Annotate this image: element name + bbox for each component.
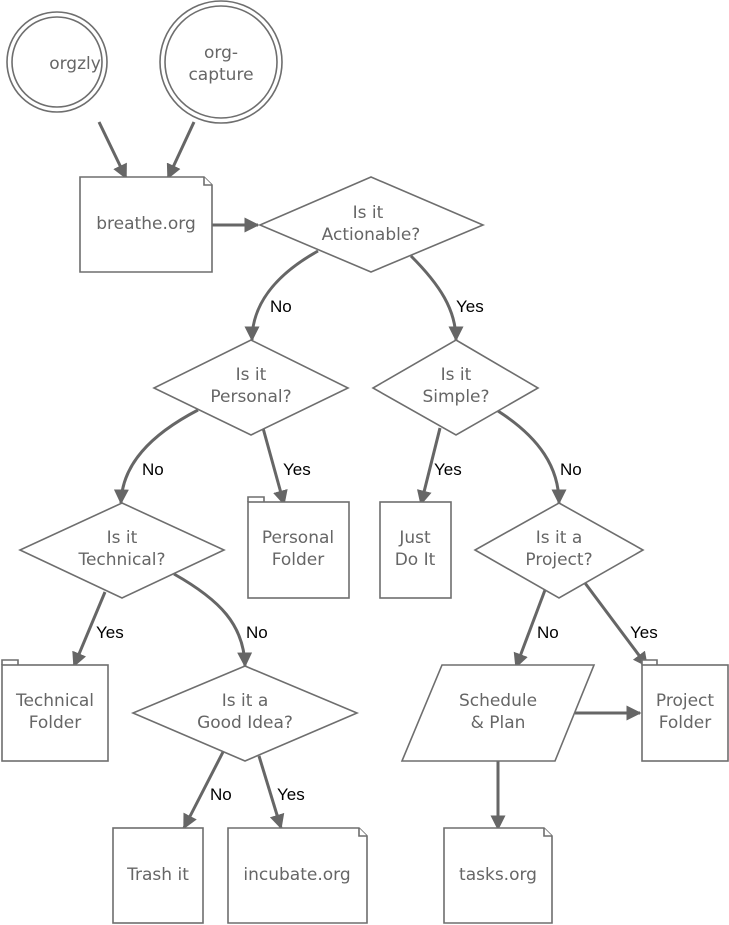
- folder-tab: [1, 659, 19, 665]
- node-label: breathe.org: [96, 214, 195, 234]
- node-label-line1: Is it a: [222, 691, 268, 711]
- edge-label-no: No: [560, 460, 582, 479]
- node-is-technical[interactable]: Is it Technical?: [18, 502, 226, 599]
- double-circle-inner: [11, 16, 103, 108]
- decision-diamond: [473, 502, 645, 599]
- node-label-line2: Personal?: [210, 387, 291, 407]
- file-icon: [227, 827, 368, 924]
- node-is-project[interactable]: Is it a Project?: [473, 502, 645, 599]
- node-label-line1: Is it: [353, 203, 384, 223]
- edge-label-yes: Yes: [434, 460, 462, 479]
- folder-icon: [1, 664, 109, 762]
- node-label-line1: Just: [398, 528, 431, 548]
- node-label-line2: capture: [188, 65, 253, 85]
- node-just-do-it[interactable]: Just Do It: [379, 501, 452, 599]
- edge-label-no: No: [537, 623, 559, 642]
- process-box: [379, 501, 452, 599]
- double-circle-inner: [164, 5, 278, 119]
- node-is-actionable[interactable]: Is it Actionable?: [257, 176, 486, 273]
- node-orgzly[interactable]: orgzly: [6, 11, 108, 113]
- edge-actionable-personal: [244, 249, 319, 342]
- node-label: orgzly: [49, 54, 101, 74]
- edge-orgzly-breathe: [97, 121, 128, 180]
- node-incubate-org[interactable]: incubate.org: [227, 827, 368, 924]
- node-label-line2: Folder: [29, 713, 82, 733]
- edge-personal-technical: [113, 408, 199, 505]
- edge-orgcapture-breathe: [166, 121, 196, 180]
- edge-simple-justdoit: [416, 427, 442, 506]
- node-is-simple[interactable]: Is it Simple?: [371, 339, 540, 436]
- node-label-line2: Folder: [272, 550, 325, 570]
- node-label-line1: Is it: [236, 365, 267, 385]
- node-schedule-plan[interactable]: Schedule & Plan: [400, 664, 596, 762]
- node-project-folder[interactable]: Project Folder: [641, 659, 729, 762]
- folder-tab: [247, 496, 265, 502]
- edge-simple-projectq: [497, 409, 567, 505]
- node-label: Trash it: [126, 865, 189, 885]
- file-corner: [543, 828, 552, 837]
- node-is-personal[interactable]: Is it Personal?: [152, 339, 350, 436]
- node-label-line1: Schedule: [459, 691, 537, 711]
- file-icon: [79, 176, 213, 273]
- node-trash-it[interactable]: Trash it: [112, 827, 204, 924]
- node-label: incubate.org: [243, 865, 350, 885]
- node-tasks-org[interactable]: tasks.org: [443, 827, 553, 924]
- node-label-line2: Good Idea?: [197, 713, 293, 733]
- node-label-line2: Do It: [395, 550, 436, 570]
- folder-tab: [641, 659, 658, 665]
- edge-goodidea-incubate: [257, 755, 285, 830]
- decision-diamond: [371, 339, 540, 436]
- node-label-line1: Personal: [262, 528, 334, 548]
- node-label-line1: org-: [204, 43, 238, 63]
- node-breathe-org[interactable]: breathe.org: [79, 176, 213, 273]
- node-org-capture[interactable]: org- capture: [159, 0, 283, 124]
- file-icon: [443, 827, 553, 924]
- edge-label-yes: Yes: [283, 460, 311, 479]
- decision-diamond: [130, 665, 360, 762]
- node-label-line2: Simple?: [422, 387, 489, 407]
- edge-goodidea-trash: [182, 751, 225, 830]
- node-label-line1: Is it: [441, 365, 472, 385]
- process-box: [112, 827, 204, 924]
- node-label-line2: Actionable?: [322, 225, 421, 245]
- decision-diamond: [152, 339, 350, 436]
- folder-icon: [247, 501, 350, 599]
- node-label-line1: Is it: [107, 528, 138, 548]
- node-label-line1: Project: [656, 691, 714, 711]
- node-personal-folder[interactable]: Personal Folder: [247, 496, 350, 599]
- edge-label-no: No: [270, 297, 292, 316]
- node-label-line1: Is it a: [536, 528, 582, 548]
- edge-label-no: No: [142, 460, 164, 479]
- edge-technical-goodidea: [173, 572, 253, 668]
- node-label-line2: Technical?: [77, 550, 165, 570]
- node-label-line1: Technical: [15, 691, 94, 711]
- edge-personal-personalfolder: [261, 427, 288, 506]
- edge-label-yes: Yes: [96, 623, 124, 642]
- edge-projectq-projectfolder: [583, 582, 649, 668]
- edge-technical-technicalfolder: [72, 591, 107, 668]
- edge-projectq-schedule: [513, 589, 547, 669]
- file-corner: [358, 828, 367, 837]
- folder-icon: [641, 664, 729, 762]
- node-technical-folder[interactable]: Technical Folder: [1, 659, 109, 762]
- file-corner: [203, 177, 212, 186]
- decision-diamond: [257, 176, 486, 273]
- node-label-line2: & Plan: [471, 713, 526, 733]
- edges: No Yes No Yes Yes No Yes No No Yes No Ye…: [72, 121, 658, 831]
- edge-label-yes: Yes: [277, 785, 305, 804]
- node-label: tasks.org: [459, 865, 537, 885]
- edge-label-yes: Yes: [630, 623, 658, 642]
- node-is-good-idea[interactable]: Is it a Good Idea?: [130, 665, 360, 762]
- edge-label-yes: Yes: [456, 297, 484, 316]
- edge-actionable-simple: [409, 254, 464, 342]
- node-label-line2: Folder: [659, 713, 712, 733]
- edge-label-no: No: [210, 785, 232, 804]
- decision-diamond: [18, 502, 226, 599]
- io-parallelogram: [400, 664, 596, 762]
- node-label-line2: Project?: [525, 550, 592, 570]
- edge-label-no: No: [246, 623, 268, 642]
